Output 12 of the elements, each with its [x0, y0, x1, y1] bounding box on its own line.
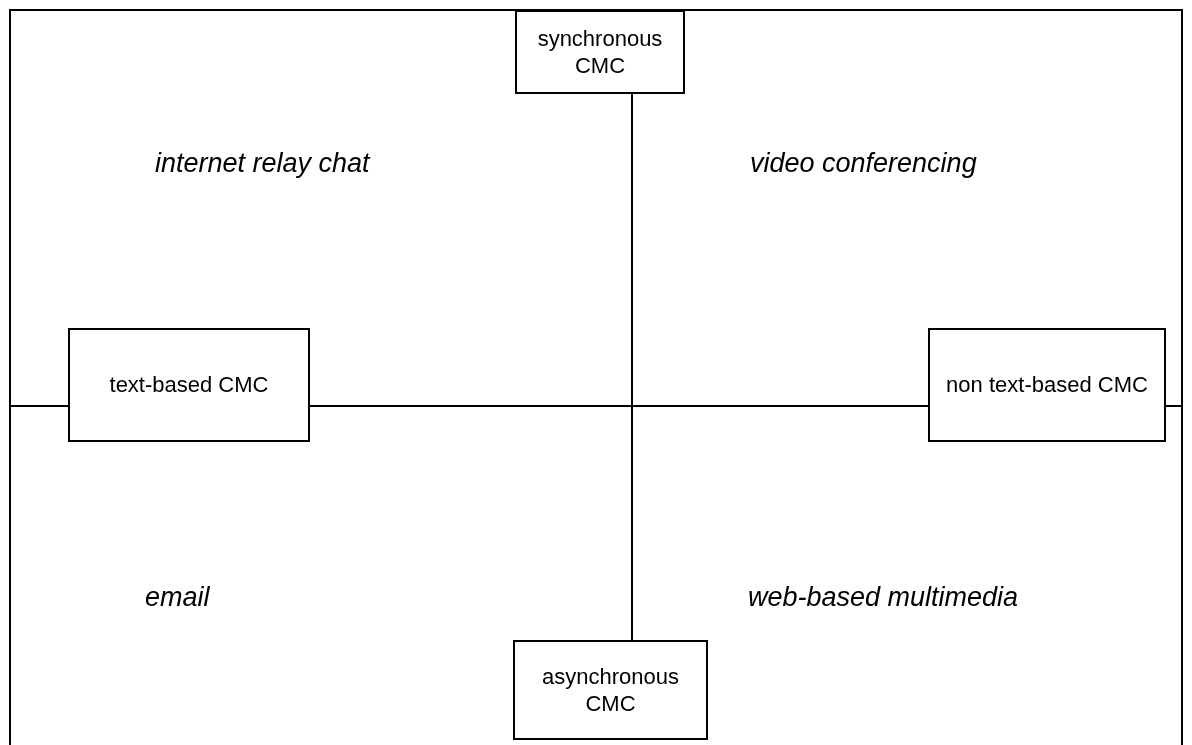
concept-box: text-based CMC [68, 328, 310, 442]
connector-line [9, 405, 69, 407]
quadrant-label: web-based multimedia [748, 582, 1019, 613]
connector-line [631, 93, 633, 641]
concept-box: asynchronous CMC [513, 640, 708, 740]
quadrant-label: email [145, 582, 210, 613]
connector-line [1165, 405, 1183, 407]
quadrant-label: internet relay chat [155, 148, 370, 179]
concept-box: non text-based CMC [928, 328, 1166, 442]
concept-box: synchronous CMC [515, 10, 685, 94]
connector-line [309, 405, 929, 407]
quadrant-label: video conferencing [750, 148, 977, 179]
